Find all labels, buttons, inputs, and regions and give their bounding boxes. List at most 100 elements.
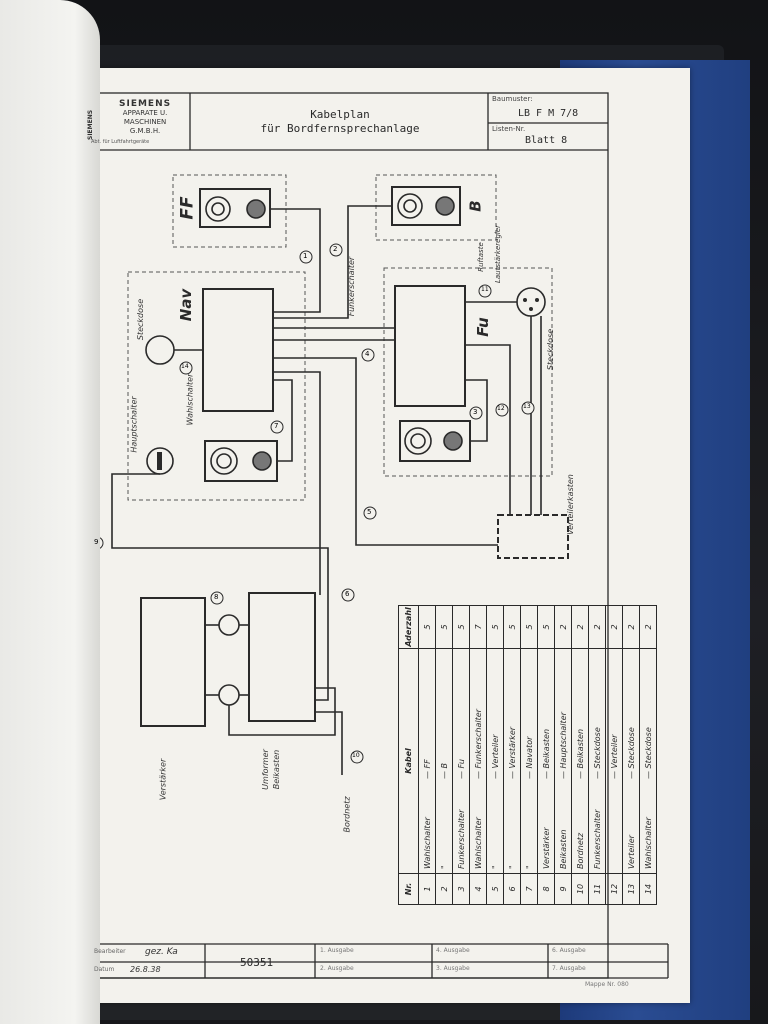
table-cell-from: " bbox=[524, 865, 534, 869]
table-header-nr: Nr. bbox=[398, 873, 419, 905]
table-cell-to: Steckdose bbox=[643, 727, 653, 769]
cable-marker-8: 8 bbox=[214, 593, 219, 601]
table-cell-nr: 1 bbox=[418, 873, 436, 905]
table-cell-to: Beikasten bbox=[541, 728, 551, 769]
label-funkerschalter: Funkerschalter bbox=[347, 256, 357, 317]
company-line-2: APPARATE U. bbox=[122, 109, 168, 117]
cable-marker-1: 1 bbox=[303, 252, 308, 260]
cable-marker-10: 10 bbox=[352, 752, 360, 759]
ausgabe-1: 1. Ausgabe bbox=[320, 947, 354, 954]
drawing-number: 50351 bbox=[240, 956, 274, 969]
table-cell-kabel: Wahlschalter— Funkerschalter bbox=[469, 648, 487, 874]
table-cell-to: Verteiler bbox=[490, 734, 500, 769]
company-line-1: SIEMENS bbox=[119, 99, 172, 109]
nav-area bbox=[127, 271, 306, 501]
table-cell-kabel: Bordnetz— Beikasten bbox=[571, 648, 589, 874]
table-cell-adern: 2 bbox=[605, 605, 623, 649]
ff-area bbox=[172, 174, 287, 248]
title-line-1: Kabelplan bbox=[310, 108, 370, 121]
table-cell-nr: 14 bbox=[639, 873, 657, 905]
table-cell-adern: 2 bbox=[588, 605, 606, 649]
cable-marker-14: 14 bbox=[181, 363, 189, 370]
facing-page bbox=[0, 0, 100, 1024]
verteilerkasten-box bbox=[497, 514, 569, 559]
table-cell-nr: 7 bbox=[520, 873, 538, 905]
umformer-box bbox=[248, 592, 316, 722]
mappe-number: Mappe Nr. 080 bbox=[585, 981, 629, 988]
table-cell-kabel: Wahlschalter— FF bbox=[418, 648, 436, 874]
table-cell-adern: 5 bbox=[435, 605, 453, 649]
table-cell-nr: 12 bbox=[605, 873, 623, 905]
fu-funkerschalter-box bbox=[394, 285, 466, 407]
table-cell-from: " bbox=[439, 865, 449, 869]
table-dash: — bbox=[592, 768, 602, 779]
label-umformer: Umformer bbox=[260, 749, 270, 790]
ausgabe-2: 2. Ausgabe bbox=[320, 965, 354, 972]
table-dash: — bbox=[473, 768, 483, 779]
verstaerker-box bbox=[140, 597, 206, 727]
label-nav: Nav bbox=[177, 288, 196, 322]
ausgabe-3: 3. Ausgabe bbox=[436, 965, 470, 972]
label-b: B bbox=[466, 200, 485, 212]
cable-marker-6: 6 bbox=[345, 590, 350, 598]
table-cell-to: Funkerschalter bbox=[473, 709, 483, 769]
table-cell-nr: 9 bbox=[554, 873, 572, 905]
table-dash: — bbox=[507, 768, 517, 779]
label-fu: Fu bbox=[473, 317, 492, 337]
table-cell-from: Verstärker bbox=[541, 827, 551, 869]
table-cell-to: Beikasten bbox=[575, 728, 585, 769]
fu-steckdose-socket bbox=[516, 287, 546, 317]
table-cell-nr: 6 bbox=[503, 873, 521, 905]
table-dash: — bbox=[439, 768, 449, 779]
table-cell-adern: 2 bbox=[622, 605, 640, 649]
ausgabe-7: 7. Ausgabe bbox=[552, 965, 586, 972]
label-wahlschalter: Wahlschalter bbox=[185, 373, 195, 426]
table-cell-to: Steckdose bbox=[626, 727, 636, 769]
label-ff: FF bbox=[177, 196, 198, 220]
table-cell-kabel: Verteiler— Steckdose bbox=[622, 648, 640, 874]
title-line-2: für Bordfernsprechanlage bbox=[260, 122, 420, 135]
table-cell-kabel: Beikasten— Hauptschalter bbox=[554, 648, 572, 874]
table-cell-to: Steckdose bbox=[592, 727, 602, 769]
listen-label: Listen-Nr. bbox=[492, 125, 526, 133]
table-cell-adern: 2 bbox=[571, 605, 589, 649]
table-cell-from: Bordnetz bbox=[575, 832, 585, 869]
table-cell-nr: 11 bbox=[588, 873, 606, 905]
datum-label: Datum bbox=[94, 966, 115, 973]
label-ruftaste: Ruftaste bbox=[476, 242, 485, 272]
table-dash: — bbox=[643, 768, 653, 779]
department-label: Abt. für Luftfahrtgeräte bbox=[91, 139, 150, 145]
bearbeiter-label: Bearbeiter bbox=[94, 948, 126, 955]
table-cell-adern: 2 bbox=[639, 605, 657, 649]
table-cell-adern: 5 bbox=[452, 605, 470, 649]
company-block: SIEMENS APPARATE U. MASCHINEN G.M.B.H. bbox=[119, 100, 171, 136]
label-lautstaerkeregler: Lautstärkeregler bbox=[494, 224, 503, 284]
table-header-adern: Aderzahl bbox=[398, 605, 419, 649]
cable-marker-13: 13 bbox=[523, 403, 531, 410]
blatt-value: Blatt 8 bbox=[525, 135, 568, 146]
table-cell-nr: 4 bbox=[469, 873, 487, 905]
table-dash: — bbox=[541, 768, 551, 779]
table-dash: — bbox=[558, 768, 568, 779]
ausgabe-6: 6. Ausgabe bbox=[552, 947, 586, 954]
table-cell-from: Verteiler bbox=[626, 835, 636, 869]
table-dash: — bbox=[490, 768, 500, 779]
label-verteilerkasten: Verteilerkasten bbox=[565, 474, 575, 535]
table-dash: — bbox=[422, 768, 432, 779]
cable-marker-3: 3 bbox=[473, 408, 478, 416]
table-cell-adern: 5 bbox=[486, 605, 504, 649]
baumuster-label: Baumuster: bbox=[492, 95, 533, 103]
fu-area bbox=[383, 267, 553, 477]
table-cell-kabel: "— Navator bbox=[520, 648, 538, 874]
table-cell-to: Verstärker bbox=[507, 726, 517, 769]
baumuster-value: LB F M 7/8 bbox=[518, 108, 579, 119]
table-cell-adern: 7 bbox=[469, 605, 487, 649]
